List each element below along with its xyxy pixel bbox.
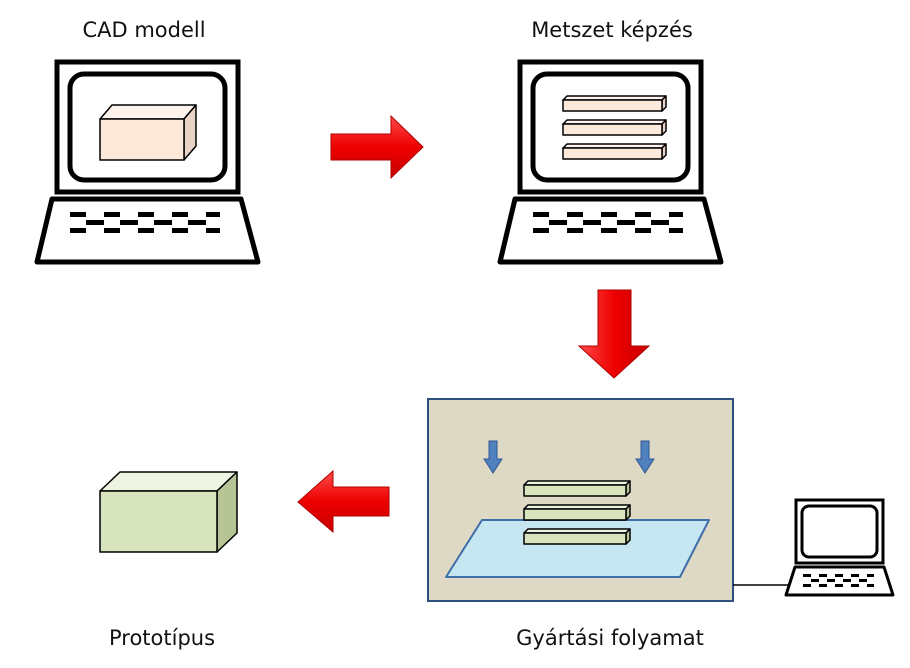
cad-box-icon <box>99 104 197 161</box>
press-arrow-left-icon <box>483 440 503 474</box>
manufacturing-machine <box>427 398 734 602</box>
prototype-box-icon <box>99 471 238 553</box>
label-slicing: Metszet képzés <box>531 18 693 42</box>
label-prototype: Prototípus <box>108 626 216 650</box>
flow-arrow-down-icon <box>577 289 651 379</box>
build-plate <box>445 519 710 578</box>
label-manufacturing: Gyártási folyamat <box>516 626 704 650</box>
slicing-computer-icon <box>497 59 724 265</box>
controller-computer-icon <box>784 498 895 597</box>
slice-layers-icon <box>562 95 667 160</box>
flow-arrow-left-icon <box>297 469 390 534</box>
cad-computer-icon <box>34 59 261 265</box>
press-arrow-right-icon <box>635 440 655 474</box>
flow-arrow-right-icon <box>330 114 424 180</box>
label-cad-model: CAD modell <box>82 18 206 42</box>
printed-layers-icon <box>523 480 631 545</box>
